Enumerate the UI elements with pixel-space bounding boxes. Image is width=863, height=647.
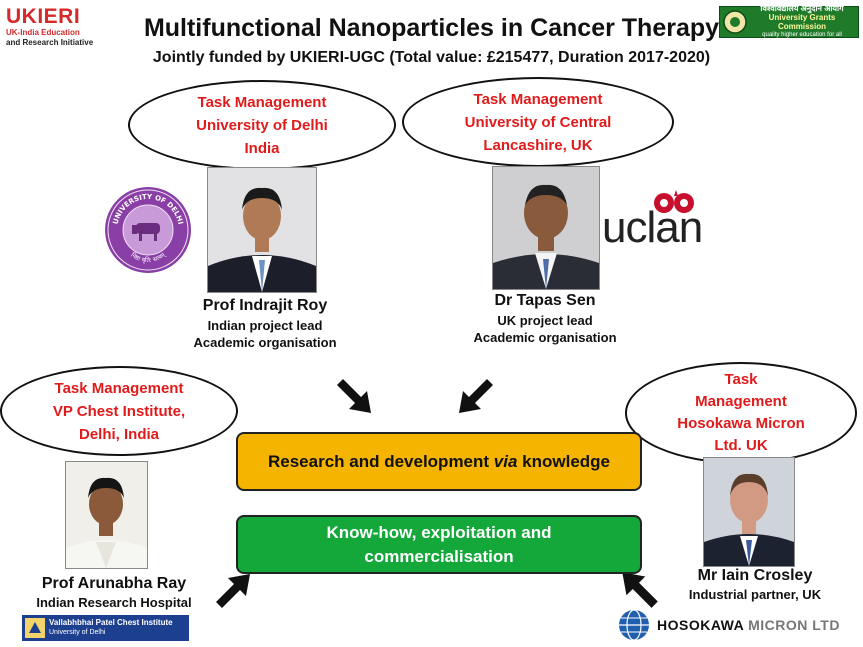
partner-role-roy-2: Academic organisation — [193, 335, 337, 350]
task-delhi-line-2: University of Delhi — [196, 116, 328, 134]
task-uclan-line-1: Task Management — [473, 90, 603, 108]
task-hosokawa-line-1: Task — [724, 371, 758, 388]
task-hosokawa-line-2: Management — [695, 393, 787, 410]
rd-text-post: knowledge — [517, 451, 611, 471]
ugc-logo: विश्वविद्यालय अनुदान आयोग University Gra… — [719, 4, 859, 38]
ukieri-logo-main: UKIERI — [6, 5, 81, 28]
partner-name-ray: Prof Arunabha Ray — [41, 575, 187, 592]
task-vpci-line-1: Task Management — [54, 379, 184, 397]
partner-role-roy-1: Indian project lead — [207, 318, 323, 333]
task-ellipse-uclan: Task Management University of Central La… — [402, 77, 674, 167]
hosokawa-globe-icon — [619, 609, 649, 641]
ugc-english: University Grants Commission — [768, 13, 836, 31]
vpci-emblem-icon — [25, 618, 45, 638]
person-photo-icon — [704, 458, 794, 566]
uclan-wordmark: uclan — [602, 203, 703, 252]
task-uclan-line-2: University of Central — [464, 113, 612, 131]
task-delhi-line-3: India — [244, 139, 280, 157]
box-research-development: Research and development via knowledge — [236, 432, 642, 491]
arrow-from-vpci-icon — [216, 574, 250, 608]
partner-name-roy: Prof Indrajit Roy — [202, 297, 328, 314]
university-of-delhi-seal: UNIVERSITY OF DELHI निष्ठा धृति: सत्यम् — [103, 185, 193, 275]
task-ellipse-hosokawa: Task Management Hosokawa Micron Ltd. UK — [625, 362, 857, 464]
hosokawa-logo: HOSOKAWA MICRON LTD — [617, 608, 857, 642]
partner-uclan-info: Dr Tapas Sen UK project lead Academic or… — [430, 292, 660, 345]
partner-role-ray-1: Indian Research Hospital — [36, 595, 192, 610]
box-knowhow: Know-how, exploitation and commercialisa… — [236, 515, 642, 574]
vpci-logo: Vallabhbhai Patel Chest Institute Univer… — [22, 615, 189, 641]
partner-delhi-info: Prof Indrajit Roy Indian project lead Ac… — [150, 297, 380, 350]
partner-vpci-info: Prof Arunabha Ray Indian Research Hospit… — [0, 575, 228, 610]
hosokawa-logo-part2: MICRON LTD — [748, 617, 840, 633]
task-ellipse-vpci: Task Management VP Chest Institute, Delh… — [0, 366, 238, 456]
uclan-rose-icon — [654, 190, 694, 213]
page-title: Multifunctional Nanoparticles in Cancer … — [143, 14, 720, 42]
photo-iain-crosley — [703, 457, 795, 567]
task-ellipse-delhi: Task Management University of Delhi Indi… — [128, 80, 396, 170]
person-photo-icon — [493, 167, 599, 289]
task-vpci-line-3: Delhi, India — [78, 425, 159, 443]
task-vpci-line-2: VP Chest Institute, — [52, 402, 186, 420]
vpci-logo-line1: Vallabhbhai Patel Chest Institute — [49, 618, 173, 627]
delhi-seal-icon: UNIVERSITY OF DELHI निष्ठा धृति: सत्यम् — [105, 187, 191, 273]
knowhow-line-1: Know-how, exploitation and — [326, 522, 552, 542]
photo-tapas-sen — [492, 166, 600, 290]
photo-indrajit-roy — [207, 167, 317, 293]
person-photo-icon — [208, 168, 316, 292]
ugc-hindi: विश्वविद्यालय अनुदान आयोग — [760, 4, 844, 13]
uclan-logo: uclan — [602, 188, 714, 250]
ukieri-logo-line2: and Research Initiative — [6, 38, 94, 47]
photo-arunabha-ray — [65, 461, 148, 569]
partner-hosokawa-info: Mr Iain Crosley Industrial partner, UK — [650, 567, 860, 602]
partner-role-sen-2: Academic organisation — [473, 330, 617, 345]
rd-text-via: via — [493, 451, 518, 471]
task-delhi-line-1: Task Management — [197, 93, 327, 111]
partner-role-sen-1: UK project lead — [497, 313, 593, 328]
arrow-from-delhi-icon — [337, 379, 371, 413]
partner-name-sen: Dr Tapas Sen — [494, 292, 596, 309]
arrow-from-uclan-icon — [459, 379, 493, 413]
task-uclan-line-3: Lancashire, UK — [483, 136, 593, 154]
person-photo-icon — [66, 462, 147, 568]
ukieri-logo: UKIERI UK-India Education and Research I… — [6, 6, 96, 48]
vpci-logo-line2: University of Delhi — [49, 629, 106, 636]
partner-role-crosley-1: Industrial partner, UK — [688, 587, 822, 602]
task-hosokawa-line-3: Hosokawa Micron — [677, 415, 805, 432]
hosokawa-logo-part1: HOSOKAWA — [657, 617, 744, 633]
ugc-tagline: quality higher education for all — [762, 32, 842, 38]
arrow-from-hosokawa-icon — [622, 572, 658, 608]
page-subtitle: Jointly funded by UKIERI-UGC (Total valu… — [152, 49, 711, 66]
ukieri-logo-line1: UK-India Education — [6, 28, 80, 37]
knowhow-line-2: commercialisation — [364, 546, 514, 566]
task-hosokawa-line-4: Ltd. UK — [714, 437, 768, 454]
ugc-emblem-icon — [723, 10, 747, 34]
partner-name-crosley: Mr Iain Crosley — [697, 567, 813, 584]
rd-text-pre: Research and development — [267, 451, 494, 471]
